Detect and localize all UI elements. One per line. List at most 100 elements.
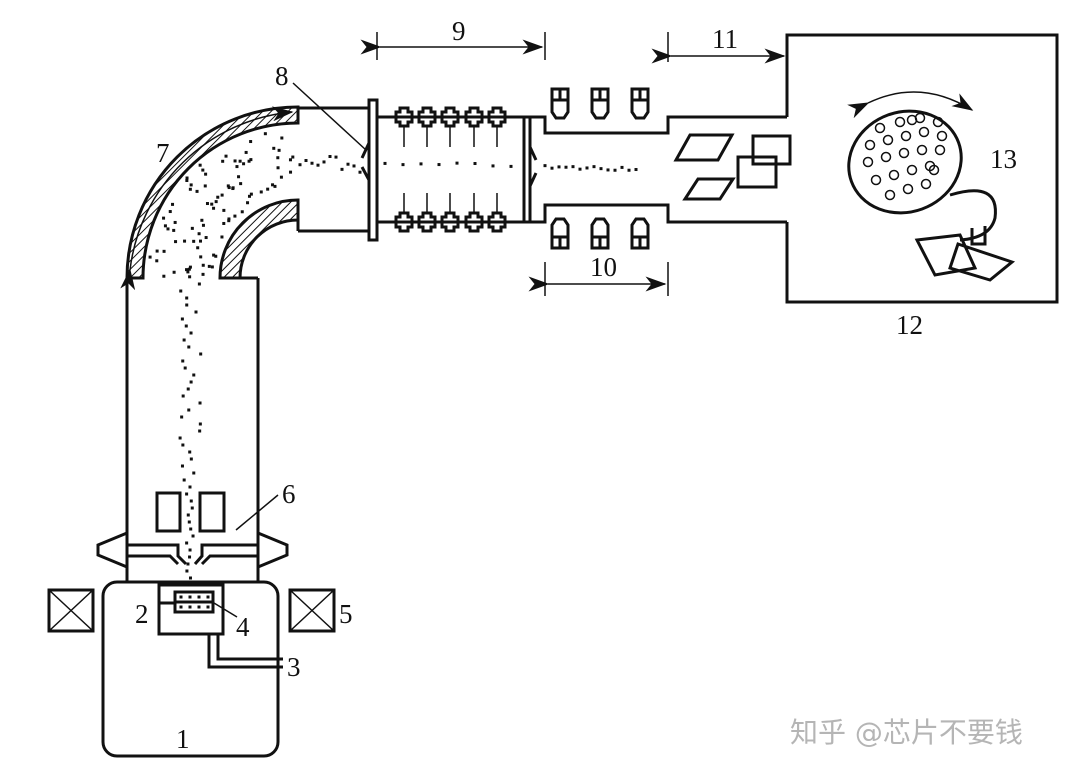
wafer — [880, 151, 892, 163]
wafer — [874, 122, 886, 134]
beam-particle — [233, 159, 237, 163]
beam-particle — [186, 562, 190, 566]
watermark: 知乎 @芯片不要钱 — [790, 716, 1023, 749]
beam-particle — [192, 471, 196, 475]
beam-particle — [148, 255, 152, 259]
extraction-electrode-left — [127, 543, 188, 566]
beam-particle — [214, 200, 218, 204]
wafer — [884, 189, 896, 201]
beam-particle — [185, 268, 189, 272]
beam-particle — [550, 166, 554, 170]
beam-particle — [168, 210, 172, 214]
beam-particle — [578, 167, 582, 171]
beam-particle — [288, 158, 292, 162]
magnet-right — [288, 588, 336, 633]
beam-particle — [189, 331, 193, 335]
extraction-column — [125, 276, 260, 582]
beam-particle — [185, 176, 189, 180]
quadrupole-lower — [590, 217, 610, 250]
beam-particle — [276, 156, 280, 160]
wafer — [900, 130, 912, 142]
label-11: 11 — [712, 24, 738, 54]
bend-outer-hatched — [125, 105, 300, 280]
label-6: 6 — [282, 479, 296, 509]
wafer — [870, 174, 882, 186]
accelerator-electrode — [440, 106, 460, 128]
scan-plate-lower — [682, 177, 736, 201]
scan-plate-upper — [673, 133, 735, 162]
beam-particle — [231, 187, 235, 191]
beam-particle — [358, 170, 362, 174]
beam-particle — [189, 527, 193, 531]
beam-particle — [491, 164, 495, 168]
bend-arrow — [120, 106, 294, 291]
accelerator-electrode — [394, 211, 414, 233]
filament-dots — [179, 595, 210, 609]
beam-particle — [189, 499, 193, 503]
source-chamber — [101, 580, 280, 758]
beam-particle — [328, 154, 332, 158]
beam-particle — [401, 163, 405, 167]
wafer — [920, 178, 932, 190]
beam-particle — [190, 226, 194, 230]
beam-particle — [199, 352, 203, 356]
dimension-10 — [528, 262, 669, 296]
beam-particle — [304, 159, 308, 163]
beam-particle — [222, 208, 226, 212]
beam-particle — [249, 140, 253, 144]
beam-particle — [280, 136, 284, 140]
beam-particle — [222, 221, 226, 225]
beam-particle — [212, 253, 216, 257]
beam-particle — [182, 478, 186, 482]
wafer — [902, 183, 914, 195]
bend-inner-hatched — [218, 198, 300, 280]
quadrupole-lenses — [550, 87, 650, 250]
beam-particle — [185, 569, 189, 573]
beam-particle — [188, 275, 192, 279]
beam-particle — [180, 317, 184, 321]
beam-particle — [207, 264, 211, 268]
beam-particle — [419, 162, 423, 166]
beam-particle — [162, 249, 166, 253]
beam-particle — [181, 359, 185, 363]
beam-particle — [195, 189, 199, 193]
beam-particle — [178, 436, 182, 440]
beam-particle — [214, 254, 218, 258]
accelerator-electrode — [394, 106, 414, 128]
target-chamber — [785, 33, 1059, 304]
beam-particle — [509, 164, 513, 168]
accelerator-electrode — [417, 211, 437, 233]
wafer — [936, 130, 948, 142]
beam-particle — [473, 162, 477, 166]
beam-particle — [334, 155, 338, 159]
beam-particle — [627, 168, 631, 172]
beam-particle — [316, 163, 320, 167]
accelerator-electrode — [464, 106, 484, 128]
accelerator-electrode — [464, 211, 484, 233]
beam-particle — [183, 366, 187, 370]
accelerator-exit-plate — [522, 115, 532, 224]
accelerator-electrode — [487, 211, 507, 233]
beam-particle — [184, 324, 188, 328]
beam-particle — [188, 450, 192, 454]
extraction-wing-left — [96, 531, 128, 569]
beam-particle — [237, 175, 241, 179]
accelerator-electrode — [440, 211, 460, 233]
beam-particle — [155, 249, 159, 253]
beam-particle — [190, 506, 194, 510]
beam-particle — [298, 163, 302, 167]
beam-particle — [277, 148, 281, 152]
beam-particle — [192, 239, 196, 243]
beam-particle — [185, 541, 189, 545]
beam-particle — [205, 202, 209, 206]
deflector-plate-front — [751, 134, 792, 166]
beam-particle — [198, 422, 202, 426]
beam-particle — [634, 168, 638, 172]
beam-particle — [189, 380, 193, 384]
beam-particle — [201, 263, 205, 267]
beam-particle — [289, 170, 293, 174]
beam-particle — [199, 239, 203, 243]
beam-particle — [201, 168, 205, 172]
beam-particle — [247, 159, 251, 163]
beam-particle — [185, 492, 189, 496]
